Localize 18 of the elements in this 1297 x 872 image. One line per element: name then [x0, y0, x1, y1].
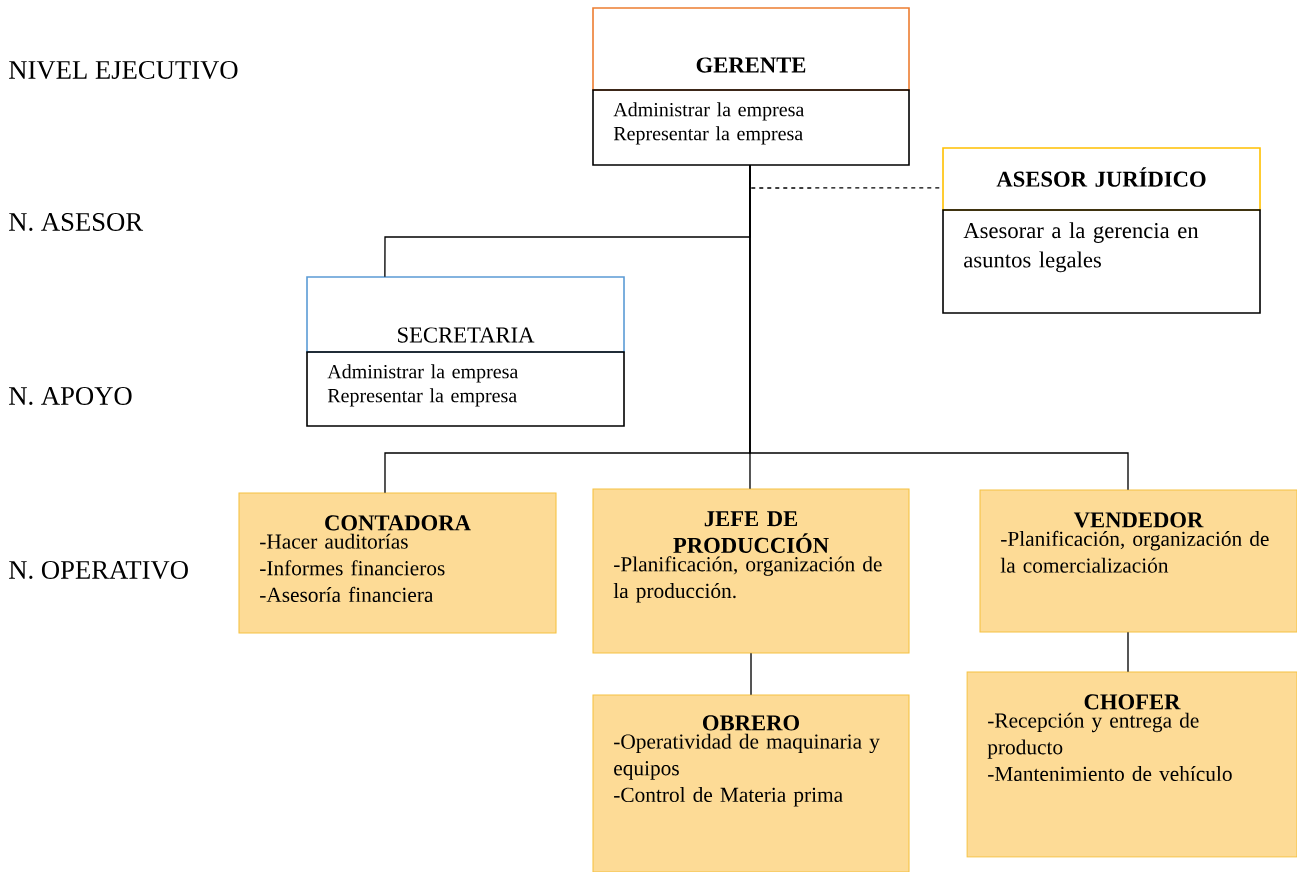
- connector-line: [750, 652, 752, 696]
- node-label: Administrar la empresa Representar la empresa: [613, 102, 805, 145]
- org-box: JEFE DE PRODUCCIÓN -Planificación, organización de la producción.: [592, 488, 910, 654]
- level-label: N. ASESOR: [9, 213, 144, 231]
- level-label: NIVEL EJECUTIVO: [9, 61, 238, 80]
- org-box: ASESOR JURÍDICO Asesorar a la gerencia en asuntos legales: [942, 147, 1261, 314]
- level-label: N. APOYO: [9, 387, 132, 405]
- node-label: ASESOR JURÍDICO: [996, 167, 1206, 187]
- org-box: SECRETARIA Administrar la empresa Representar la empresa: [306, 276, 625, 427]
- org-box: VENDEDOR -Planificación, organización de la comercialización: [979, 489, 1297, 633]
- org-box: GERENTE Administrar la empresa Representar la empresa: [592, 7, 910, 166]
- org-box: CHOFER -Recepción y entrega de producto -Mantenimiento de vehículo: [966, 671, 1297, 858]
- connector-line: [1127, 631, 1129, 673]
- org-box: OBRERO -Operatividad de maquinaria y equipos -Control de Materia prima: [592, 694, 910, 872]
- level-label: N. OPERATIVO: [9, 561, 188, 580]
- node-label: Administrar la empresa Representar la empresa: [327, 364, 519, 407]
- org-box: CONTADORA -Hacer auditorías -Informes financieros -Asesoría financiera: [238, 492, 557, 634]
- connector-line: [749, 164, 1129, 491]
